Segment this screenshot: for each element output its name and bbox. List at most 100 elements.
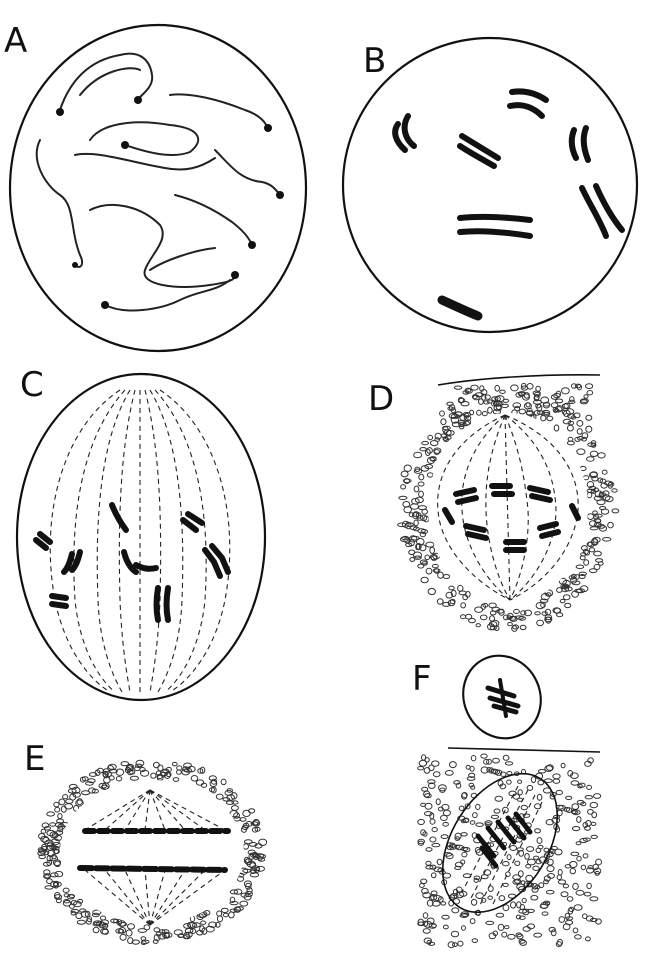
- granule: [419, 474, 424, 480]
- granule: [581, 865, 585, 870]
- granule: [555, 399, 562, 403]
- granule: [54, 802, 59, 807]
- granule: [589, 548, 594, 552]
- granule: [507, 780, 512, 784]
- granule: [558, 870, 562, 876]
- granule: [525, 854, 530, 860]
- granule: [590, 527, 598, 530]
- granule: [594, 794, 601, 799]
- granule: [481, 754, 487, 758]
- granule: [496, 913, 504, 917]
- granule: [593, 511, 598, 514]
- granule: [522, 898, 526, 902]
- tissue-surface-f: [448, 748, 600, 752]
- granule: [47, 812, 55, 816]
- granule: [458, 941, 463, 946]
- granule: [418, 819, 425, 824]
- granule: [527, 384, 533, 390]
- granule: [440, 411, 445, 416]
- granule: [535, 829, 541, 833]
- granule: [572, 804, 579, 810]
- cell-a-outline: [10, 25, 306, 351]
- granule: [561, 763, 565, 768]
- granule: [158, 765, 163, 771]
- granule: [503, 755, 509, 760]
- granule: [471, 756, 476, 761]
- granule: [432, 564, 438, 567]
- granule: [466, 765, 470, 769]
- granule: [488, 896, 493, 899]
- granule: [553, 779, 560, 783]
- granule: [563, 595, 570, 600]
- granule: [590, 802, 597, 807]
- granule: [553, 774, 560, 779]
- granule: [144, 925, 150, 930]
- panel-label-b: B: [363, 41, 386, 81]
- granule: [534, 856, 539, 859]
- granule: [527, 785, 533, 790]
- granule: [454, 386, 461, 389]
- granule: [452, 908, 459, 913]
- panel-label-f: F: [412, 659, 432, 699]
- granule: [66, 799, 73, 803]
- granule: [430, 819, 435, 824]
- granule: [590, 897, 598, 901]
- panel-label-c: C: [20, 365, 44, 405]
- granule: [520, 625, 526, 629]
- granule: [216, 794, 223, 799]
- granule: [533, 866, 539, 870]
- granule: [470, 410, 474, 415]
- granule: [232, 801, 238, 804]
- granule: [130, 776, 138, 780]
- granule: [459, 806, 464, 811]
- granule: [481, 875, 488, 879]
- granule: [521, 611, 526, 615]
- granule: [136, 760, 144, 766]
- granule: [556, 790, 562, 794]
- granule: [542, 612, 547, 616]
- granule: [557, 939, 562, 945]
- granule: [500, 390, 506, 393]
- granule: [421, 577, 428, 582]
- granule: [243, 869, 251, 872]
- granule: [461, 603, 466, 608]
- granule: [577, 429, 582, 435]
- granule: [433, 772, 440, 777]
- granule: [577, 856, 581, 861]
- granule: [587, 785, 592, 789]
- granule: [427, 473, 433, 477]
- granule: [602, 470, 607, 474]
- granule: [55, 807, 60, 812]
- granule: [518, 790, 522, 795]
- granule: [559, 917, 565, 923]
- panel-label-e: E: [24, 739, 45, 779]
- granule: [221, 908, 228, 912]
- granule: [583, 854, 588, 858]
- granule: [461, 847, 468, 850]
- panel-f: F: [412, 643, 602, 948]
- granule: [587, 514, 593, 520]
- granule: [423, 913, 428, 918]
- granule: [240, 901, 248, 906]
- spindle-fibers-c: [50, 390, 230, 692]
- granule: [511, 385, 519, 391]
- granule: [505, 762, 512, 765]
- granule: [503, 883, 508, 886]
- granule: [63, 888, 69, 892]
- granule: [587, 457, 595, 462]
- granule: [562, 404, 568, 409]
- granule: [470, 821, 475, 825]
- granule: [223, 913, 228, 917]
- granule: [82, 791, 90, 795]
- granule: [508, 934, 516, 939]
- granule: [428, 588, 435, 594]
- granule: [571, 781, 579, 785]
- granule: [58, 814, 62, 819]
- tissue-surface-d: [438, 375, 600, 385]
- panel-b: B: [343, 38, 637, 332]
- granule: [587, 391, 593, 395]
- granule: [451, 931, 458, 937]
- panel-d: D: [368, 375, 619, 632]
- granule: [466, 614, 472, 619]
- granule: [470, 919, 475, 924]
